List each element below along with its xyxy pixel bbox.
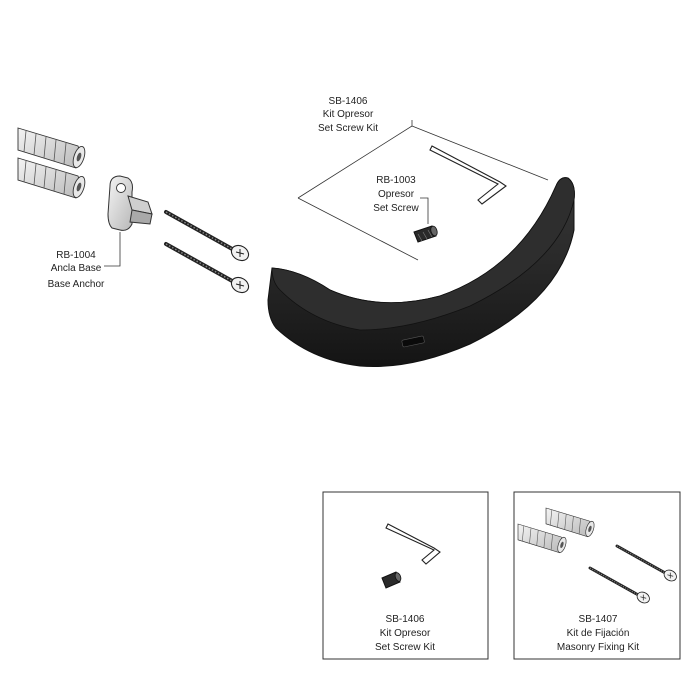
part-name-es: Opresor [378,189,415,200]
leader-line [104,232,121,267]
kit-part-number: SB-1407 [579,614,618,625]
part-name-es: Kit Opresor [323,109,374,120]
label-set-screw: RB-1003 Opresor Set Screw [373,175,419,214]
part-name-en: Set Screw Kit [318,123,378,134]
part-name-en: Base Anchor [48,279,105,290]
kit-name-es: Kit Opresor [380,628,431,639]
kit-box-masonry-fixing: SB-1407 Kit de Fijación Masonry Fixing K… [513,491,681,660]
hex-key-icon [385,523,441,565]
set-screw-icon [381,571,402,589]
set-screw-icon [413,225,438,243]
label-base-anchor: RB-1004 Ancla Base Base Anchor [48,250,105,290]
leader-line [420,197,429,224]
part-number: RB-1003 [376,175,416,186]
screw-icon [164,210,254,266]
part-number: SB-1406 [329,96,368,107]
set-screw-kit-callout: SB-1406 Kit Opresor Set Screw Kit [297,96,549,261]
part-name-en: Set Screw [373,203,419,214]
base-anchor-icon [107,175,153,231]
kit-name-en: Masonry Fixing Kit [557,642,639,653]
hex-key-icon [429,145,507,205]
part-number: RB-1004 [56,250,96,261]
black-bumper-guard-icon [267,177,575,367]
part-name-es: Ancla Base [51,263,102,274]
kit-name-es: Kit de Fijación [567,628,630,639]
kit-part-number: SB-1406 [386,614,425,625]
kit-name-en: Set Screw Kit [375,642,435,653]
kit-box-set-screw: SB-1406 Kit Opresor Set Screw Kit [322,491,489,660]
